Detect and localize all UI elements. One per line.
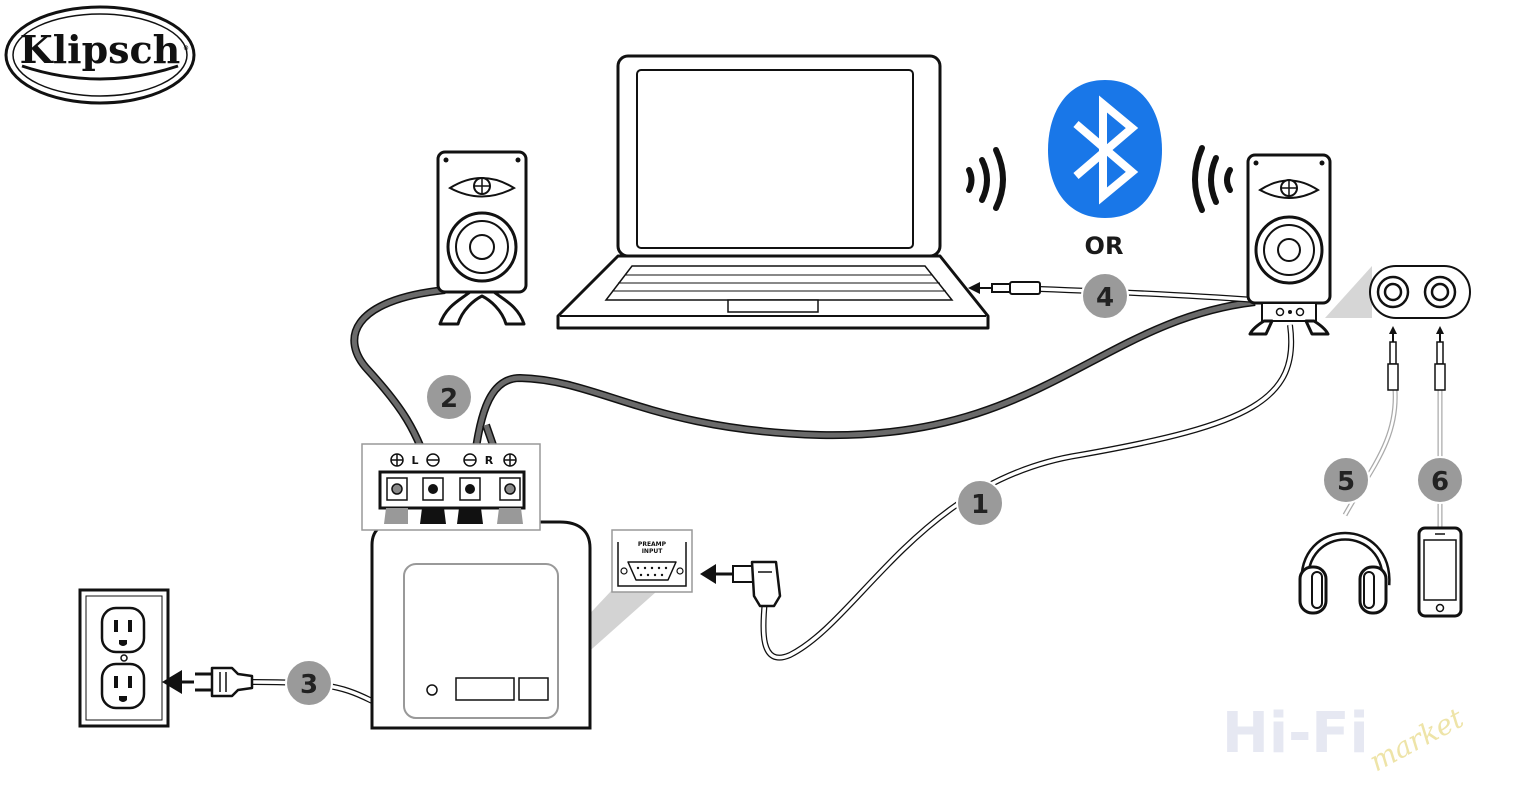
terminal-label-right: R <box>485 454 494 467</box>
terminal-label-left: L <box>411 454 418 467</box>
phone-plug <box>1434 326 1446 391</box>
speaker-cable-left <box>350 286 446 482</box>
step-number-5: 5 <box>1337 467 1355 497</box>
aux-cable-4 <box>1039 286 1256 303</box>
step-number-2: 2 <box>440 384 458 414</box>
step-badge-5: 5 <box>1322 456 1370 504</box>
step-badge-3: 3 <box>285 659 333 707</box>
wireless-waves-speaker-icon <box>1192 145 1233 213</box>
speaker-terminal-panel: L R <box>361 443 541 531</box>
step-number-3: 3 <box>300 670 318 700</box>
preamp-input-panel: PREAMP INPUT <box>611 529 693 593</box>
headphones-icon <box>1298 531 1391 615</box>
klipsch-logo: Klipsch ® <box>4 5 196 105</box>
speaker-input-jacks <box>1369 265 1471 319</box>
control-cable-connector <box>700 560 782 608</box>
step-number-4: 4 <box>1096 283 1114 313</box>
step-number-6: 6 <box>1431 467 1449 497</box>
hifi-market-watermark: Hi-Fi market <box>1222 701 1469 778</box>
subwoofer <box>370 520 592 730</box>
step-badge-4: 4 <box>1081 272 1129 320</box>
preamp-label-line2: INPUT <box>642 548 664 555</box>
zoom-wedge-inputs <box>1325 266 1372 318</box>
speaker-left <box>436 150 528 326</box>
laptop <box>556 54 1041 330</box>
bluetooth-icon <box>1048 80 1162 218</box>
step-number-1: 1 <box>971 490 989 520</box>
watermark-script: market <box>1364 701 1470 778</box>
speaker-right <box>1246 153 1332 336</box>
smartphone-icon <box>1417 526 1463 618</box>
watermark-main: Hi-Fi <box>1222 701 1369 766</box>
power-plug <box>162 666 254 698</box>
logo-text: Klipsch <box>20 27 181 72</box>
control-cable-1 <box>760 324 1295 661</box>
step-badge-6: 6 <box>1416 456 1464 504</box>
step-badge-1: 1 <box>956 479 1004 527</box>
preamp-label-line1: PREAMP <box>638 541 667 548</box>
wall-outlet <box>78 588 170 728</box>
or-label: OR <box>1085 232 1124 260</box>
speaker-cable-right <box>466 298 1256 490</box>
wireless-waves-laptop-icon <box>966 147 1006 211</box>
step-badge-2: 2 <box>425 373 473 421</box>
headphone-plug <box>1387 326 1399 391</box>
aux-port-arrow-icon <box>968 282 980 294</box>
registered-mark: ® <box>183 45 189 52</box>
